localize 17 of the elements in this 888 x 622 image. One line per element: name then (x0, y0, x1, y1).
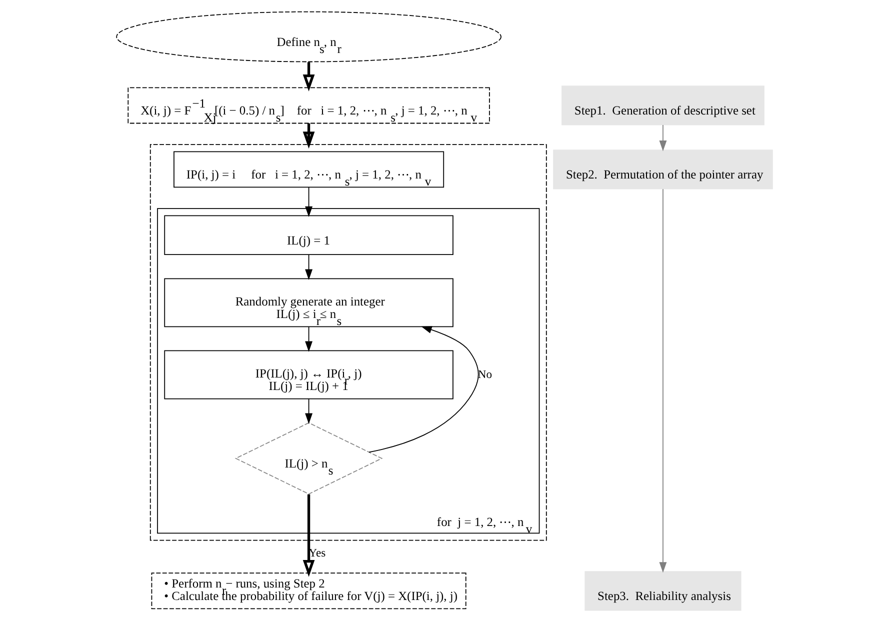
arrow (302, 62, 314, 92)
arrow (304, 254, 312, 280)
edge-label: No (477, 368, 492, 381)
node-box: Step3. Reliability analysis (584, 571, 741, 611)
node-box: Step2. Permutation of the pointer array (552, 150, 772, 190)
arrow (368, 326, 478, 453)
node-box: Step1. Generation of descriptive set (561, 86, 764, 126)
arrow (302, 123, 314, 149)
arrow (658, 188, 666, 573)
arrow (658, 124, 666, 152)
arrow (304, 398, 312, 424)
edge-label: Yes (308, 546, 326, 560)
arrow (302, 494, 314, 577)
node-box: IL(j) = 1 (164, 215, 453, 255)
cluster (149, 144, 546, 541)
arrow (304, 187, 312, 218)
arrow (304, 326, 312, 352)
